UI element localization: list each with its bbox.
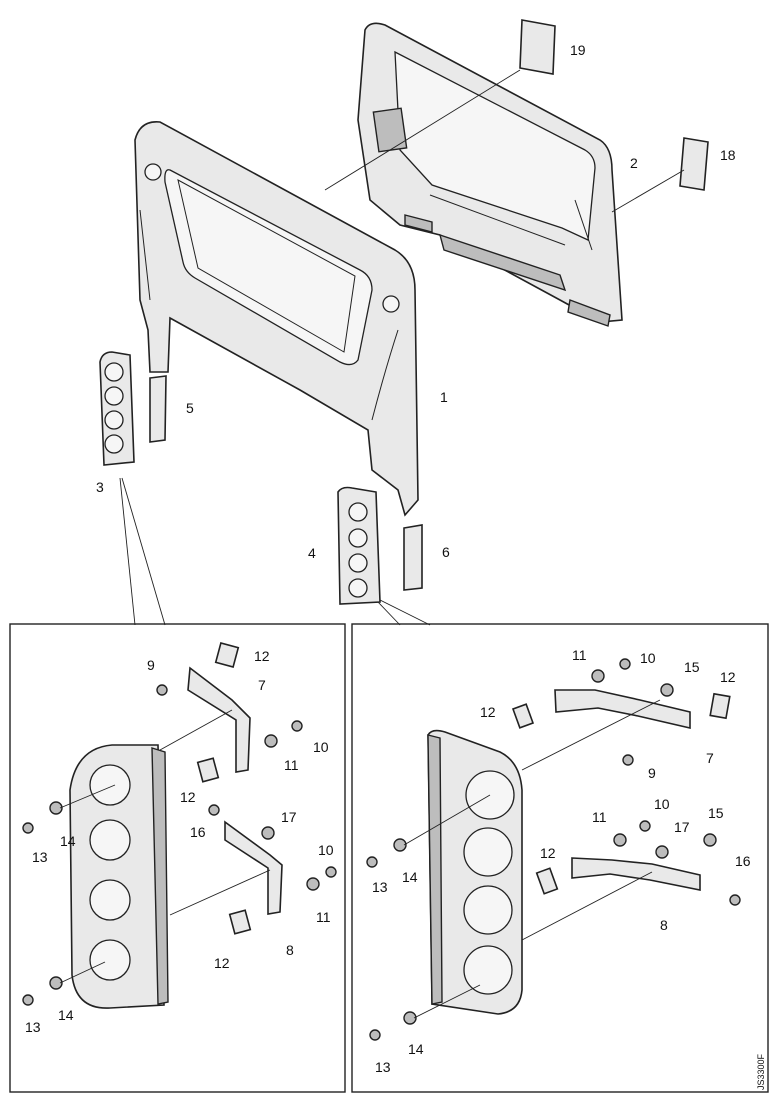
left-bracket-7 bbox=[187, 642, 251, 783]
label-part-1: 1 bbox=[440, 389, 448, 405]
callout-labels: 1 2 3 4 5 6 18 19 9 12 7 10 11 12 16 17 … bbox=[25, 42, 766, 1090]
pad-19 bbox=[519, 19, 556, 75]
left-label-17: 17 bbox=[281, 809, 297, 825]
right-detail-frame bbox=[351, 623, 769, 1093]
front-panel-frame bbox=[134, 121, 419, 517]
left-label-16: 16 bbox=[190, 824, 206, 840]
label-part-5: 5 bbox=[186, 400, 194, 416]
gauge-pod-4 bbox=[337, 486, 381, 605]
pad-6 bbox=[403, 524, 423, 591]
left-label-14a: 14 bbox=[60, 833, 76, 849]
right-label-7: 7 bbox=[706, 750, 714, 766]
left-fasteners bbox=[22, 684, 337, 1006]
label-part-2: 2 bbox=[630, 155, 638, 171]
left-bracket-8 bbox=[224, 820, 283, 935]
left-label-10a: 10 bbox=[313, 739, 329, 755]
left-label-12b: 12 bbox=[180, 789, 196, 805]
reference-code: JS3300F bbox=[756, 1053, 766, 1090]
left-label-9: 9 bbox=[147, 657, 155, 673]
right-label-12c: 12 bbox=[540, 845, 556, 861]
right-label-17: 17 bbox=[674, 819, 690, 835]
right-fasteners bbox=[366, 658, 741, 1041]
right-label-14b: 14 bbox=[408, 1041, 424, 1057]
right-label-12a: 12 bbox=[720, 669, 736, 685]
right-gauge-pod bbox=[427, 729, 523, 1015]
right-label-16: 16 bbox=[735, 853, 751, 869]
left-label-14b: 14 bbox=[58, 1007, 74, 1023]
left-label-13a: 13 bbox=[32, 849, 48, 865]
label-part-3: 3 bbox=[96, 479, 104, 495]
label-part-4: 4 bbox=[308, 545, 316, 561]
left-label-12c: 12 bbox=[214, 955, 230, 971]
right-label-13a: 13 bbox=[372, 879, 388, 895]
left-label-7: 7 bbox=[258, 677, 266, 693]
right-label-8: 8 bbox=[660, 917, 668, 933]
left-label-11a: 11 bbox=[284, 757, 299, 773]
left-label-10b: 10 bbox=[318, 842, 334, 858]
right-label-11b: 11 bbox=[592, 809, 607, 825]
label-part-18: 18 bbox=[720, 147, 736, 163]
right-label-12b: 12 bbox=[480, 704, 496, 720]
right-label-11a: 11 bbox=[572, 647, 587, 663]
right-label-9: 9 bbox=[648, 765, 656, 781]
left-label-8: 8 bbox=[286, 942, 294, 958]
left-label-11b: 11 bbox=[316, 909, 331, 925]
label-part-19: 19 bbox=[570, 42, 586, 58]
right-label-13b: 13 bbox=[375, 1059, 391, 1075]
label-part-6: 6 bbox=[442, 544, 450, 560]
right-label-10b: 10 bbox=[654, 796, 670, 812]
right-label-14a: 14 bbox=[402, 869, 418, 885]
gauge-pod-3 bbox=[99, 351, 135, 466]
rear-panel bbox=[357, 22, 623, 327]
left-label-12a: 12 bbox=[254, 648, 270, 664]
right-label-15a: 15 bbox=[684, 659, 700, 675]
right-label-15b: 15 bbox=[708, 805, 724, 821]
pad-5 bbox=[149, 375, 167, 443]
right-label-10a: 10 bbox=[640, 650, 656, 666]
left-gauge-pod bbox=[69, 744, 169, 1009]
left-label-13b: 13 bbox=[25, 1019, 41, 1035]
pad-18 bbox=[679, 137, 709, 191]
right-bracket-7 bbox=[511, 689, 731, 730]
left-detail-frame bbox=[9, 623, 346, 1093]
right-bracket-8 bbox=[535, 857, 701, 895]
